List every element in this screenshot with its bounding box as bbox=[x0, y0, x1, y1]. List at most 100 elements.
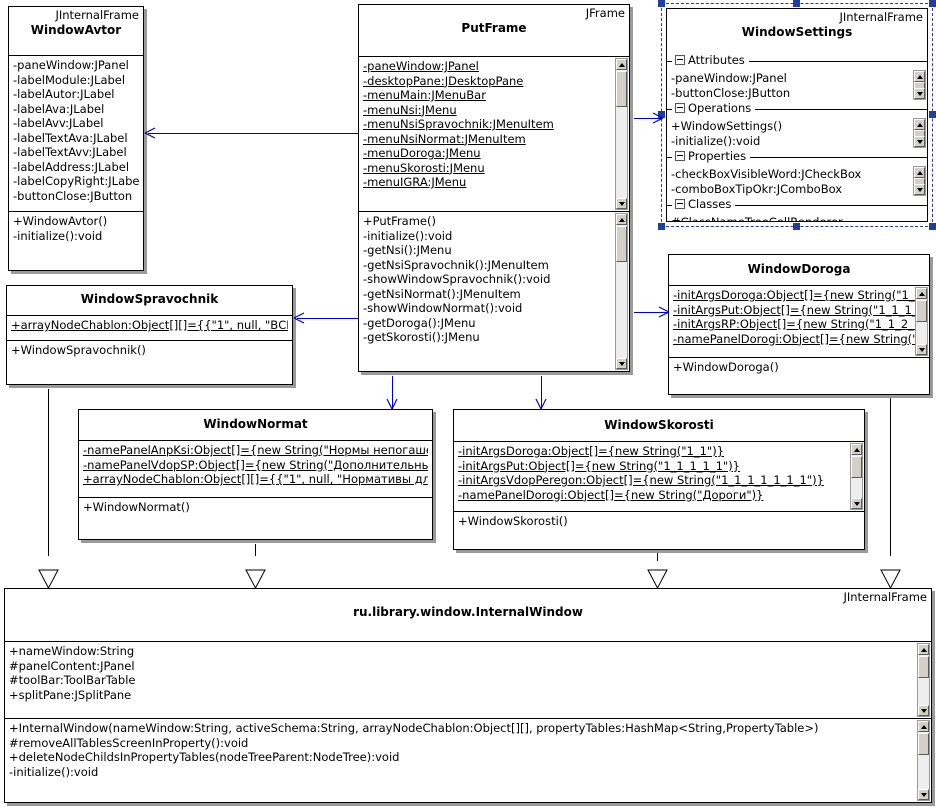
collapse-minus-icon[interactable] bbox=[675, 103, 685, 113]
scroll-down-icon[interactable] bbox=[918, 705, 929, 716]
class-box-window-settings[interactable]: JInternalFrame WindowSettings Attributes… bbox=[666, 8, 928, 222]
class-name-label: WindowSpravochnik bbox=[80, 292, 219, 306]
attributes-compartment[interactable]: -initArgsDoroga:Object[]={new String("1_… bbox=[669, 285, 929, 357]
attributes-scrollbar[interactable] bbox=[615, 58, 628, 210]
operation-row: +WindowDoroga() bbox=[673, 360, 779, 374]
attributes-scrollbar[interactable] bbox=[915, 287, 928, 356]
attributes-scrollbar[interactable] bbox=[917, 643, 930, 717]
class-box-window-skorosti[interactable]: WindowSkorosti -initArgsDoroga:Object[]=… bbox=[453, 409, 865, 550]
selection-handle-top-right[interactable] bbox=[929, 0, 936, 7]
operations-compartment[interactable]: +WindowAvtor() -initialize():void bbox=[9, 211, 143, 269]
scroll-up-icon[interactable] bbox=[918, 721, 929, 732]
group-header-properties[interactable]: Properties bbox=[667, 149, 927, 165]
operations-compartment[interactable]: +InternalWindow(nameWindow:String, activ… bbox=[5, 718, 931, 802]
scrollbar-thumb[interactable] bbox=[918, 656, 929, 678]
properties-compartment[interactable]: -checkBoxVisibleWord:JCheckBox -comboBox… bbox=[667, 165, 927, 197]
class-name-label: WindowAvtor bbox=[30, 23, 122, 37]
selection-handle-top-center[interactable] bbox=[793, 0, 800, 7]
selection-handle-bottom-center[interactable] bbox=[793, 223, 800, 230]
selection-handle-middle-left[interactable] bbox=[658, 111, 665, 118]
attribute-row: #panelContent:JPanel bbox=[9, 658, 135, 673]
operations-compartment[interactable]: +WindowSettings() -initialize():void bbox=[667, 117, 927, 149]
operations-compartment[interactable]: +WindowDoroga() bbox=[669, 357, 929, 393]
selection-handle-top-left[interactable] bbox=[658, 0, 665, 7]
scroll-up-icon[interactable] bbox=[616, 59, 627, 70]
group-label[interactable]: Operations bbox=[672, 101, 756, 116]
scroll-up-icon[interactable] bbox=[918, 644, 929, 655]
attributes-scrollbar[interactable] bbox=[850, 443, 863, 510]
scroll-up-icon[interactable] bbox=[914, 71, 925, 82]
operations-compartment[interactable]: +WindowSpravochnik() bbox=[7, 340, 292, 383]
scroll-up-icon[interactable] bbox=[914, 167, 925, 178]
selection-handle-bottom-left[interactable] bbox=[658, 223, 665, 230]
class-box-internal-window[interactable]: JInternalFrame ru.library.window.Interna… bbox=[4, 588, 932, 803]
class-box-window-normat[interactable]: WindowNormat -namePanelAnpKsi:Object[]={… bbox=[78, 409, 433, 540]
attributes-compartment[interactable]: -paneWindow:JPanel -buttonClose:JButton bbox=[667, 69, 927, 101]
scroll-down-icon[interactable] bbox=[916, 344, 927, 355]
scroll-down-icon[interactable] bbox=[851, 498, 862, 509]
operation-row: +InternalWindow(nameWindow:String, activ… bbox=[9, 721, 819, 735]
scrollbar-thumb[interactable] bbox=[918, 733, 929, 755]
attributes-compartment[interactable]: -paneWindow:JPanel -desktopPane:JDesktop… bbox=[359, 56, 629, 211]
scroll-down-icon[interactable] bbox=[616, 198, 627, 209]
attribute-row: -menuIGRA:JMenu bbox=[363, 175, 467, 189]
attribute-row: +splitPane:JSplitPane bbox=[9, 687, 132, 702]
scrollbar-thumb[interactable] bbox=[616, 71, 627, 107]
collapse-minus-icon[interactable] bbox=[675, 199, 685, 209]
group-header-classes[interactable]: Classes bbox=[667, 197, 927, 213]
property-row: -checkBoxVisibleWord:JCheckBox bbox=[671, 167, 862, 181]
group-label[interactable]: Attributes bbox=[672, 53, 749, 68]
attribute-row: -namePanelAnpKsi:Object[]={new String("Н… bbox=[83, 443, 428, 457]
operations-compartment[interactable]: +WindowSkorosti() bbox=[454, 511, 864, 549]
operation-row: -getNsi():JMenu bbox=[363, 243, 452, 257]
scroll-up-icon[interactable] bbox=[616, 214, 627, 225]
scroll-down-icon[interactable] bbox=[914, 88, 925, 99]
scroll-down-icon[interactable] bbox=[918, 789, 929, 800]
scrollbar-thumb[interactable] bbox=[851, 456, 862, 478]
scrollbar-thumb[interactable] bbox=[616, 226, 627, 262]
operation-row: -getNsiSpravochnik():JMenuItem bbox=[363, 257, 549, 272]
scroll-down-icon[interactable] bbox=[914, 136, 925, 147]
attributes-compartment[interactable]: -initArgsDoroga:Object[]={new String("1_… bbox=[454, 441, 864, 511]
group-header-attributes[interactable]: Attributes bbox=[667, 53, 927, 69]
class-header-window-spravochnik: WindowSpravochnik bbox=[7, 286, 292, 315]
attributes-compartment[interactable]: +arrayNodeChablon:Object[][]={{"1", null… bbox=[7, 315, 292, 340]
arrowhead-icon bbox=[144, 127, 156, 139]
collapse-minus-icon[interactable] bbox=[675, 55, 685, 65]
arrowhead-icon bbox=[386, 398, 398, 410]
class-box-put-frame[interactable]: JFrame PutFrame -paneWindow:JPanel -desk… bbox=[358, 4, 630, 372]
inner-classes-compartment[interactable]: #ClassNameTreeCellRenderer bbox=[667, 213, 927, 221]
scroll-up-icon[interactable] bbox=[851, 444, 862, 455]
stereotype-label: JInternalFrame bbox=[843, 590, 927, 604]
properties-scrollbar[interactable] bbox=[913, 166, 926, 196]
class-box-window-doroga[interactable]: WindowDoroga -initArgsDoroga:Object[]={n… bbox=[668, 254, 930, 395]
attribute-row: -initArgsVdopPeregon:Object[]={new Strin… bbox=[458, 473, 824, 487]
operations-scrollbar[interactable] bbox=[615, 213, 628, 370]
scroll-down-icon[interactable] bbox=[914, 184, 925, 195]
operations-scrollbar[interactable] bbox=[917, 720, 930, 801]
attributes-compartment[interactable]: -namePanelAnpKsi:Object[]={new String("Н… bbox=[79, 440, 432, 497]
operations-compartment[interactable]: +WindowNormat() bbox=[79, 497, 432, 539]
operation-row: -getNsiNormat():JMenuItem bbox=[363, 286, 521, 301]
group-label[interactable]: Properties bbox=[672, 149, 751, 164]
operation-row: -getSkorosti():JMenu bbox=[363, 330, 480, 344]
attribute-row: -labelTextAvv:JLabel bbox=[13, 145, 127, 159]
collapse-minus-icon[interactable] bbox=[675, 151, 685, 161]
attributes-compartment[interactable]: -paneWindow:JPanel -labelModule:JLabel -… bbox=[9, 55, 143, 211]
scroll-up-icon[interactable] bbox=[916, 288, 927, 299]
group-header-operations[interactable]: Operations bbox=[667, 101, 927, 117]
operations-compartment[interactable]: +PutFrame() -initialize():void -getNsi()… bbox=[359, 211, 629, 371]
scroll-up-icon[interactable] bbox=[914, 119, 925, 130]
class-box-window-avtor[interactable]: JInternalFrame WindowAvtor -paneWindow:J… bbox=[8, 6, 144, 271]
attributes-scrollbar[interactable] bbox=[913, 70, 926, 100]
operations-scrollbar[interactable] bbox=[913, 118, 926, 148]
scroll-down-icon[interactable] bbox=[616, 358, 627, 369]
selection-handle-middle-right[interactable] bbox=[929, 111, 936, 118]
scrollbar-thumb[interactable] bbox=[916, 300, 927, 322]
group-label[interactable]: Classes bbox=[672, 197, 736, 212]
selection-handle-bottom-right[interactable] bbox=[929, 223, 936, 230]
attributes-compartment[interactable]: +nameWindow:String #panelContent:JPanel … bbox=[5, 641, 931, 718]
stereotype-label: JInternalFrame bbox=[55, 8, 139, 22]
class-box-window-spravochnik[interactable]: WindowSpravochnik +arrayNodeChablon:Obje… bbox=[6, 285, 293, 385]
